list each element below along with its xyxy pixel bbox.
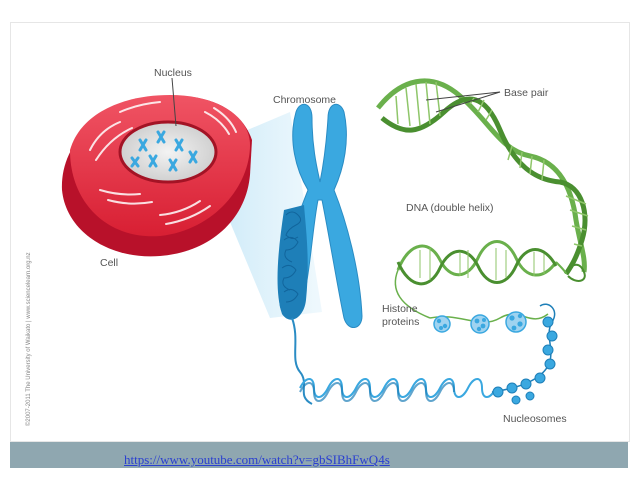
label-nucleus: Nucleus: [154, 67, 192, 79]
label-dna-double-helix: DNA (double helix): [406, 202, 494, 214]
cell-illustration: [61, 77, 252, 257]
label-histone-line1: Histone: [382, 303, 418, 315]
label-chromosome: Chromosome: [273, 94, 336, 106]
label-cell: Cell: [100, 257, 118, 269]
nucleosome-chain: [491, 303, 558, 405]
base-pair-pointers: [425, 91, 501, 113]
nucleus-shape: [118, 120, 218, 184]
chromatin-fiber: [299, 378, 497, 402]
dna-double-helix: [394, 240, 558, 319]
label-nucleosomes: Nucleosomes: [503, 413, 567, 425]
dna-large-helix: [376, 78, 589, 282]
figure-frame: [10, 22, 630, 442]
histone-proteins: [429, 311, 549, 334]
dna-structure-diagram: Nucleus Cell Chromosome Base pair DNA (d…: [25, 67, 589, 426]
youtube-link[interactable]: https://www.youtube.com/watch?v=gbSIBhFw…: [124, 452, 390, 467]
chromosome-illustration: [277, 103, 363, 405]
copyright-credit: ©2007-2011 The University of Waikato | w…: [25, 252, 32, 426]
label-base-pair: Base pair: [504, 87, 549, 99]
footer-bar: [10, 442, 628, 468]
label-histone-line2: proteins: [382, 316, 419, 328]
